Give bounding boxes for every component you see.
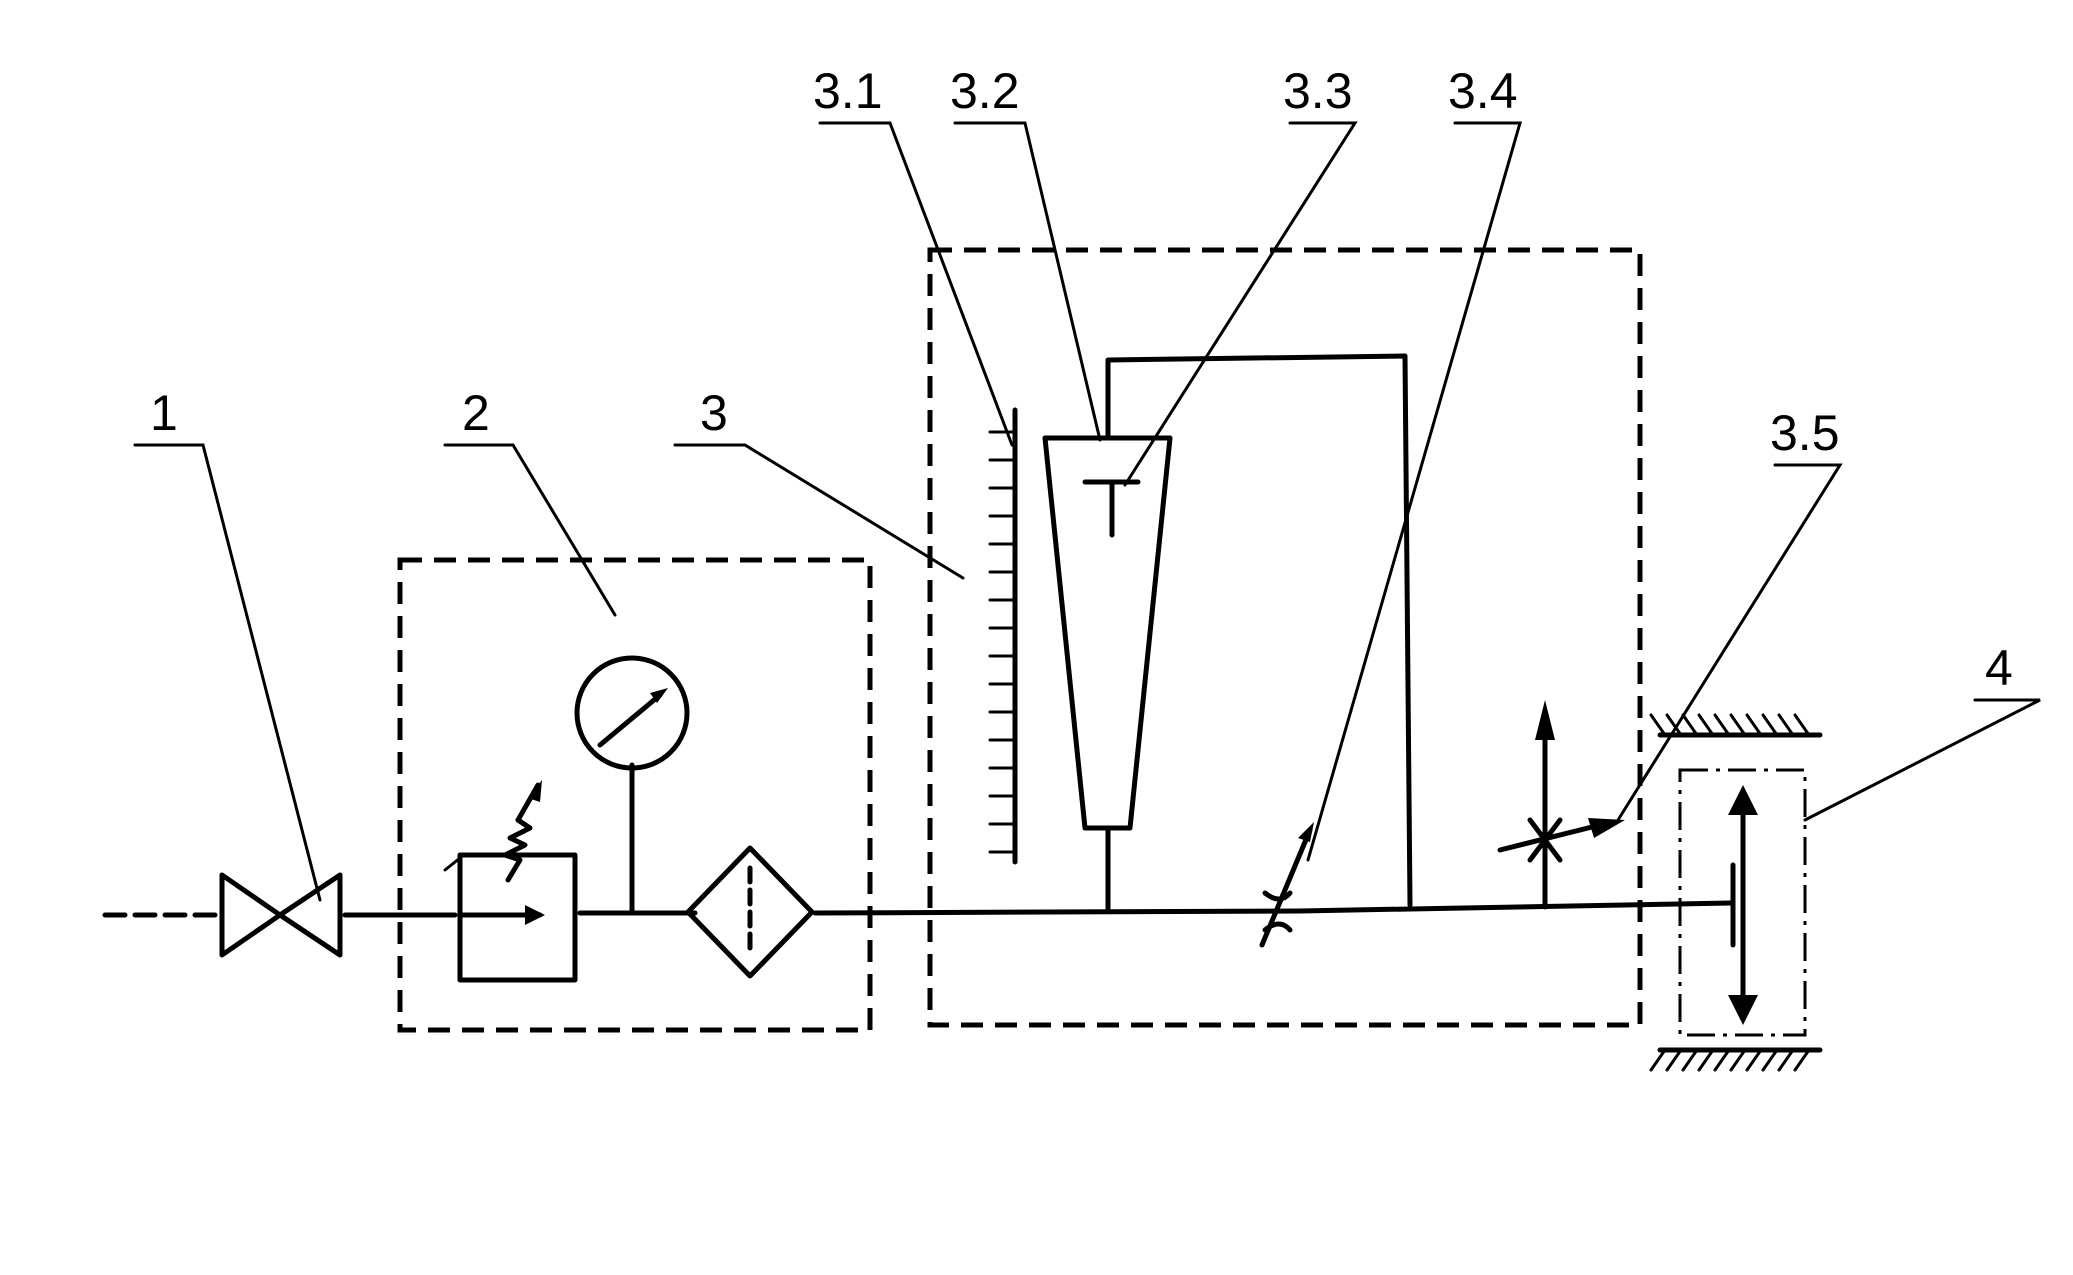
pressure-regulator-icon bbox=[443, 780, 578, 983]
float-icon bbox=[1082, 479, 1141, 538]
measuring-unit-box bbox=[927, 247, 1643, 1028]
label-tapered-tube: 3.2 bbox=[950, 63, 1020, 119]
label-air-prep-unit: 2 bbox=[462, 385, 490, 441]
filter-icon bbox=[685, 845, 815, 979]
label-measuring-unit: 3 bbox=[700, 385, 728, 441]
supply-line bbox=[102, 900, 1733, 918]
label-adjustable-nozzle: 3.5 bbox=[1770, 405, 1840, 461]
pressure-gauge-icon bbox=[574, 655, 690, 913]
leader-lines bbox=[133, 121, 2041, 902]
label-valve: 1 bbox=[150, 385, 178, 441]
air-prep-unit-box bbox=[397, 557, 873, 1033]
label-float: 3.3 bbox=[1283, 63, 1353, 119]
cylinder-icon bbox=[1649, 713, 1823, 1072]
nozzle-icon bbox=[1497, 700, 1625, 910]
valve-icon bbox=[219, 872, 343, 958]
label-scale: 3.1 bbox=[813, 63, 883, 119]
label-throttle-valve: 3.4 bbox=[1448, 63, 1518, 119]
throttle-icon bbox=[1259, 822, 1314, 948]
rotameter-tube-icon bbox=[1042, 353, 1413, 913]
label-actuator: 4 bbox=[1985, 640, 2013, 696]
scale-icon bbox=[988, 407, 1018, 865]
